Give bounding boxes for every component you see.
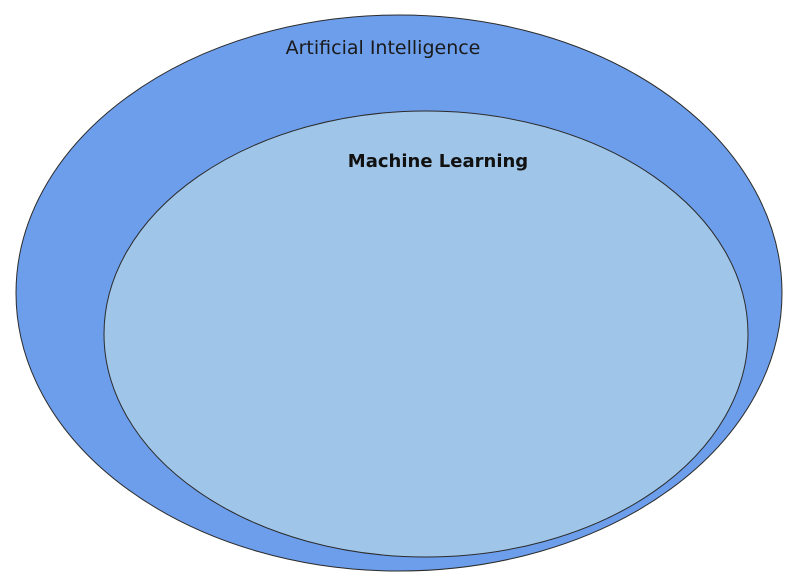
machine-learning-label: Machine Learning (348, 151, 528, 172)
machine-learning-ellipse (103, 110, 749, 558)
artificial-intelligence-label: Artificial Intelligence (286, 37, 481, 59)
